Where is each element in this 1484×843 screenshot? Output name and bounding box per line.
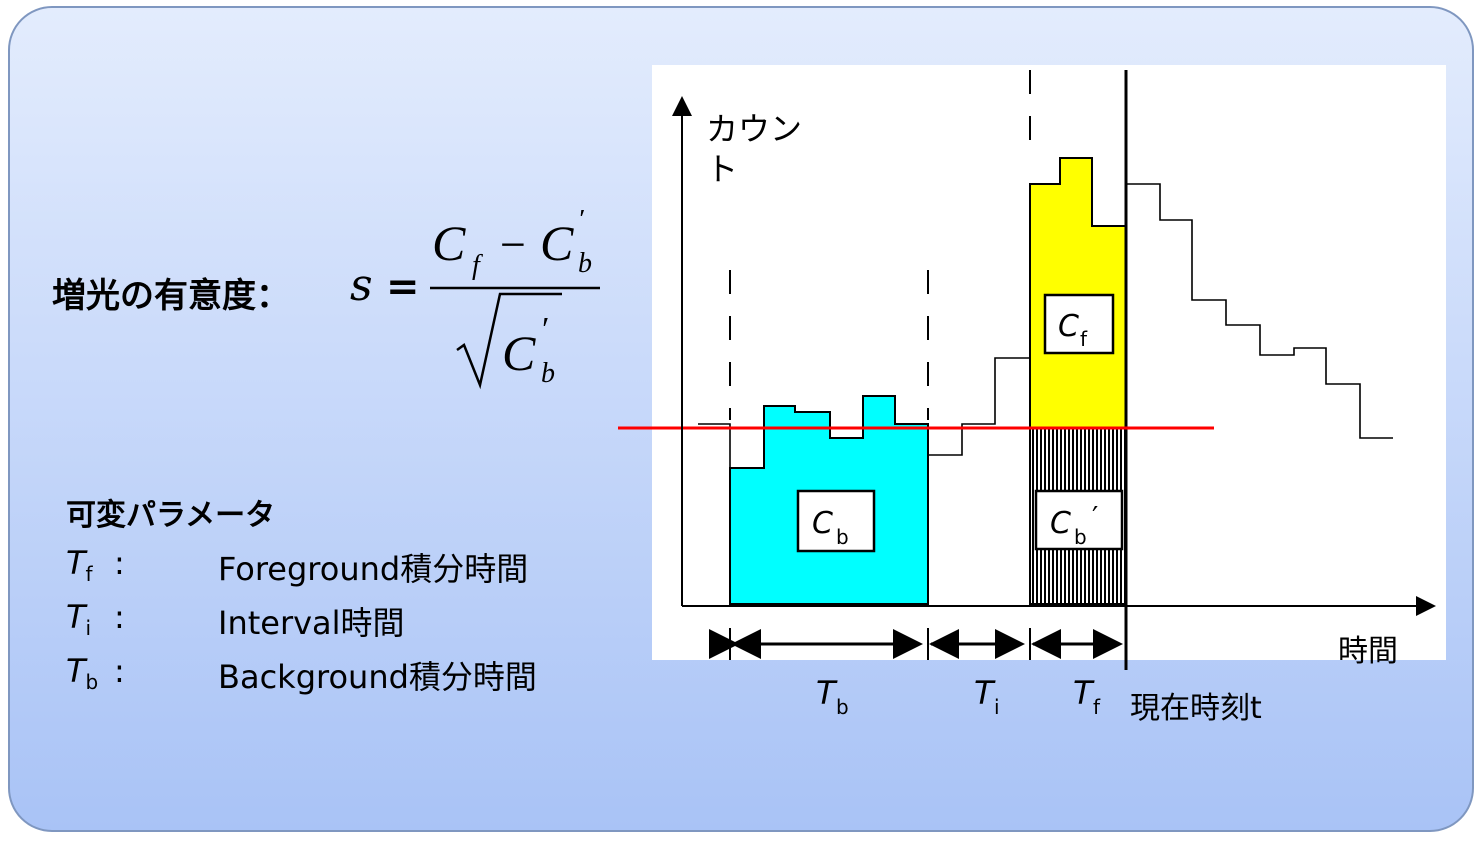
param-tb: Tb : Background積分時間 [66, 652, 537, 696]
param-tb-symbol: T [66, 652, 86, 690]
light-curve-tail [1126, 183, 1393, 439]
param-tf-desc: Foreground積分時間 [218, 550, 529, 588]
numerator-cb-prime: ′ [579, 210, 586, 238]
denominator-cb: C [502, 325, 536, 381]
box-cb: C b [796, 489, 876, 553]
formula-equals: = [386, 263, 420, 310]
param-tf: Tf : Foreground積分時間 [66, 544, 528, 588]
param-tf-symbol: T [66, 544, 86, 582]
numerator-cb: C [540, 215, 574, 271]
numerator-cb-sub: b [578, 248, 592, 279]
box-cbp-sub: b [1074, 525, 1087, 549]
box-cf: C f [1043, 293, 1115, 355]
numerator-minus: − [500, 219, 526, 270]
denominator-cb-prime: ′ [542, 311, 549, 348]
y-axis-label-line2: ト [706, 150, 738, 188]
param-tf-colon: : [114, 544, 125, 582]
param-ti-colon: : [114, 598, 125, 636]
param-tb-sub: b [85, 670, 99, 694]
current-time-label: 現在時刻t [1130, 691, 1262, 726]
param-ti-sub: i [85, 616, 92, 640]
x-axis-label: 時間 [1338, 634, 1398, 669]
numerator-cf: C [432, 215, 466, 271]
param-ti-desc: Interval時間 [218, 604, 405, 642]
param-ti-symbol: T [66, 598, 86, 636]
param-tb-desc: Background積分時間 [218, 658, 537, 696]
box-cb-letter: C [812, 506, 833, 541]
span-ti-label: T [974, 674, 996, 712]
box-cf-sub: f [1080, 327, 1088, 351]
y-axis-label-line1: カウン [706, 110, 802, 148]
box-cbp-prime: ′ [1092, 500, 1098, 533]
span-tf-label: T [1073, 674, 1095, 712]
box-cf-letter: C [1058, 309, 1079, 344]
numerator-cf-sub: f [472, 250, 483, 281]
span-tb-sub: b [836, 695, 849, 719]
span-tb-label: T [816, 674, 838, 712]
sqrt-sign [456, 292, 562, 390]
param-tb-colon: : [114, 652, 125, 690]
span-tf-sub: f [1093, 695, 1101, 719]
params-title: 可変パラメータ [66, 498, 276, 533]
param-ti: Ti : Interval時間 [66, 598, 405, 642]
denominator-cb-sub: b [541, 358, 555, 389]
formula-label: 増光の有意度： [52, 276, 290, 316]
formula-lhs: s [350, 260, 373, 311]
param-tf-sub: f [85, 562, 93, 586]
span-ti-sub: i [994, 695, 1000, 719]
box-cbp-letter: C [1050, 506, 1071, 541]
box-cb-sub: b [836, 525, 849, 549]
significance-formula: 増光の有意度： s = C f − C ′ b C ′ b [52, 210, 652, 410]
formula-math: s = C f − C ′ b C ′ b [350, 210, 600, 390]
box-cb-prime: C b ′ [1034, 489, 1124, 551]
